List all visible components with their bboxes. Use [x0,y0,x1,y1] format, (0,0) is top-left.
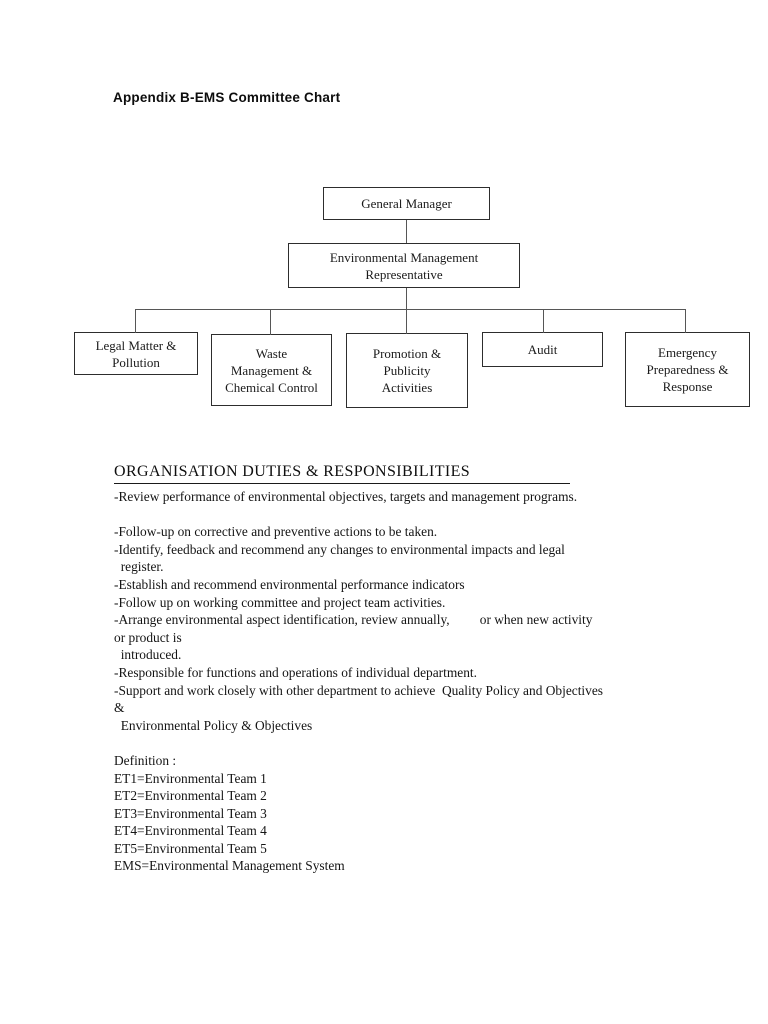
org-node-waste-management-chemical-control: Waste Management & Chemical Control [211,334,332,406]
duty-line: -Support and work closely with other dep… [114,682,604,698]
org-node-general-manager: General Manager [323,187,490,220]
definition-item: ET4=Environmental Team 4 [114,823,267,839]
duty-line: or product is [114,629,182,645]
duty-line: -Follow up on working committee and proj… [114,594,446,610]
definition-item: ET3=Environmental Team 3 [114,805,267,821]
duty-line: & [114,700,125,716]
definition-item: EMS=Environmental Management System [114,858,345,874]
connector-emr-to-bus [406,288,407,309]
connector-drop-emergency [685,309,686,333]
page-title: Appendix B-EMS Committee Chart [113,90,341,105]
duty-line-blank [114,506,714,524]
definition-item: ET2=Environmental Team 2 [114,788,267,804]
org-node-legal-matter-pollution: Legal Matter & Pollution [74,332,198,375]
duty-line: -Arrange environmental aspect identifica… [114,612,593,628]
connector-gm-to-emr [406,220,407,243]
connector-drop-waste [270,309,271,335]
duty-line: -Review performance of environmental obj… [114,489,578,504]
connector-drop-promotion [406,309,407,334]
duty-line: introduced. [114,647,182,663]
org-node-environmental-management-representative: Environmental Management Representative [288,243,520,288]
duty-line: register. [114,559,164,575]
definitions-blank-line [114,734,714,752]
definition-item: ET5=Environmental Team 5 [114,840,267,856]
connector-horizontal-bus [135,309,685,310]
duty-line: -Identify, feedback and recommend any ch… [114,541,565,557]
connector-drop-audit [543,309,544,333]
org-node-audit: Audit [482,332,603,367]
duty-line: -Establish and recommend environmental p… [114,576,465,592]
org-node-promotion-publicity-activities: Promotion & Publicity Activities [346,333,468,408]
duty-line: -Responsible for functions and operation… [114,664,477,680]
duty-line: Environmental Policy & Objectives [114,717,313,733]
definition-item: ET1=Environmental Team 1 [114,770,267,786]
definitions-label: Definition : [114,752,177,768]
duties-section: ORGANISATION DUTIES & RESPONSIBILITIES -… [114,462,714,875]
connector-drop-legal [135,309,136,333]
duties-heading: ORGANISATION DUTIES & RESPONSIBILITIES [114,462,570,484]
org-node-emergency-preparedness-response: Emergency Preparedness & Response [625,332,750,407]
duty-line: -Follow-up on corrective and preventive … [114,524,438,540]
